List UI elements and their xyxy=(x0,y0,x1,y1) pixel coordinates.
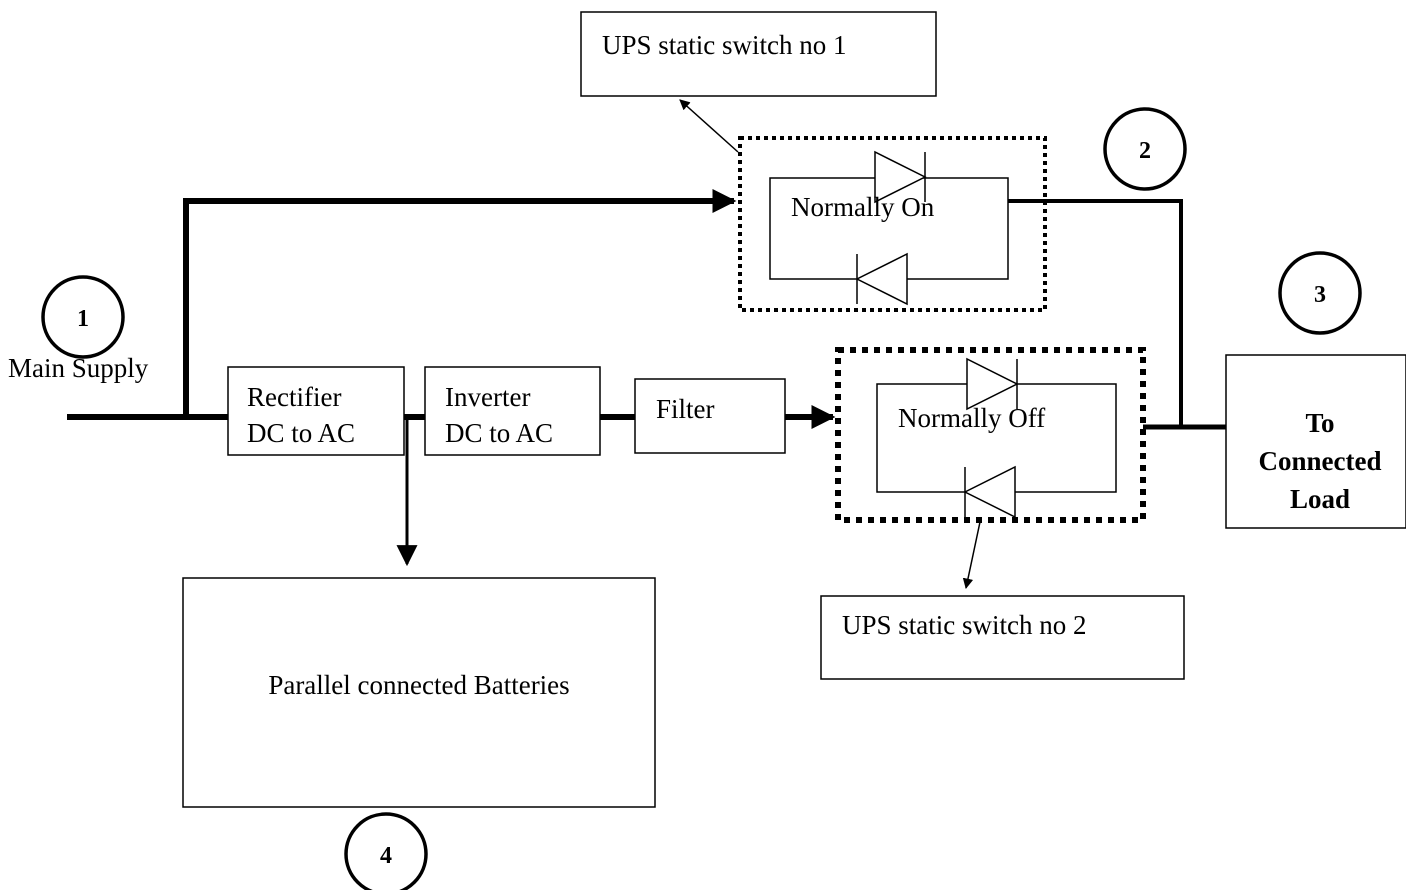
rectifier-box xyxy=(227,366,405,456)
main-supply-label: Main Supply xyxy=(8,353,149,383)
marker-circle xyxy=(344,812,428,890)
switch2-callout: UPS static switch no 2 xyxy=(820,521,1185,680)
switch1-callout-arrow xyxy=(679,99,739,153)
marker-circle xyxy=(41,275,125,359)
inverter-label-2: DC to AC xyxy=(445,418,553,448)
diode-reverse-icon xyxy=(855,252,908,306)
batteries-label: Parallel connected Batteries xyxy=(268,670,569,700)
switch1-callout: UPS static switch no 1 xyxy=(580,11,937,153)
switch1-dotted-border xyxy=(738,136,1047,312)
switch1-name-label: UPS static switch no 1 xyxy=(602,30,847,60)
switch1-load-link xyxy=(1008,199,1183,427)
load-label-1: To xyxy=(1305,408,1334,438)
marker-circle xyxy=(1103,107,1187,191)
switch2-dotted-border xyxy=(835,347,1146,523)
marker-1-label: 1 xyxy=(77,306,89,332)
switch2-callout-arrow xyxy=(962,521,981,590)
diode-reverse-icon xyxy=(963,465,1016,519)
inverter-box xyxy=(424,366,601,456)
marker-3: 3 xyxy=(1278,251,1362,335)
filter-box xyxy=(634,378,786,454)
static-switch-2: Normally Off xyxy=(835,347,1146,523)
filter-block: Filter xyxy=(634,378,786,454)
inverter-block: Inverter DC to AC xyxy=(424,366,601,456)
marker-4: 4 xyxy=(344,812,428,890)
marker-2-label: 2 xyxy=(1139,138,1151,164)
main-power-path xyxy=(67,189,1226,567)
marker-3-label: 3 xyxy=(1314,282,1326,308)
switch2-state-label: Normally Off xyxy=(898,403,1045,433)
marker-2: 2 xyxy=(1103,107,1187,191)
diode-forward-icon xyxy=(874,150,927,204)
load-label-3: Load xyxy=(1290,484,1350,514)
marker-4-label: 4 xyxy=(380,843,392,869)
filter-label: Filter xyxy=(656,394,715,424)
rectifier-label-2: DC to AC xyxy=(247,418,355,448)
load-block: To Connected Load xyxy=(1225,354,1406,529)
rectifier-label-1: Rectifier xyxy=(247,382,341,412)
inverter-label-1: Inverter xyxy=(445,382,530,412)
marker-1: 1 xyxy=(41,275,125,359)
diode-forward-icon xyxy=(966,357,1019,411)
bypass-line xyxy=(183,189,737,417)
batteries-block: Parallel connected Batteries xyxy=(182,577,656,808)
marker-circle xyxy=(1278,251,1362,335)
rectifier-block: Rectifier DC to AC xyxy=(227,366,405,456)
static-switch-1: Normally On xyxy=(738,136,1047,312)
switch2-name-box xyxy=(820,595,1185,680)
switch1-name-box xyxy=(580,11,937,97)
batteries-box xyxy=(182,577,656,808)
load-label-2: Connected xyxy=(1259,446,1382,476)
switch1-state-label: Normally On xyxy=(791,192,935,222)
load-box xyxy=(1225,354,1406,529)
switch2-name-label: UPS static switch no 2 xyxy=(842,610,1087,640)
